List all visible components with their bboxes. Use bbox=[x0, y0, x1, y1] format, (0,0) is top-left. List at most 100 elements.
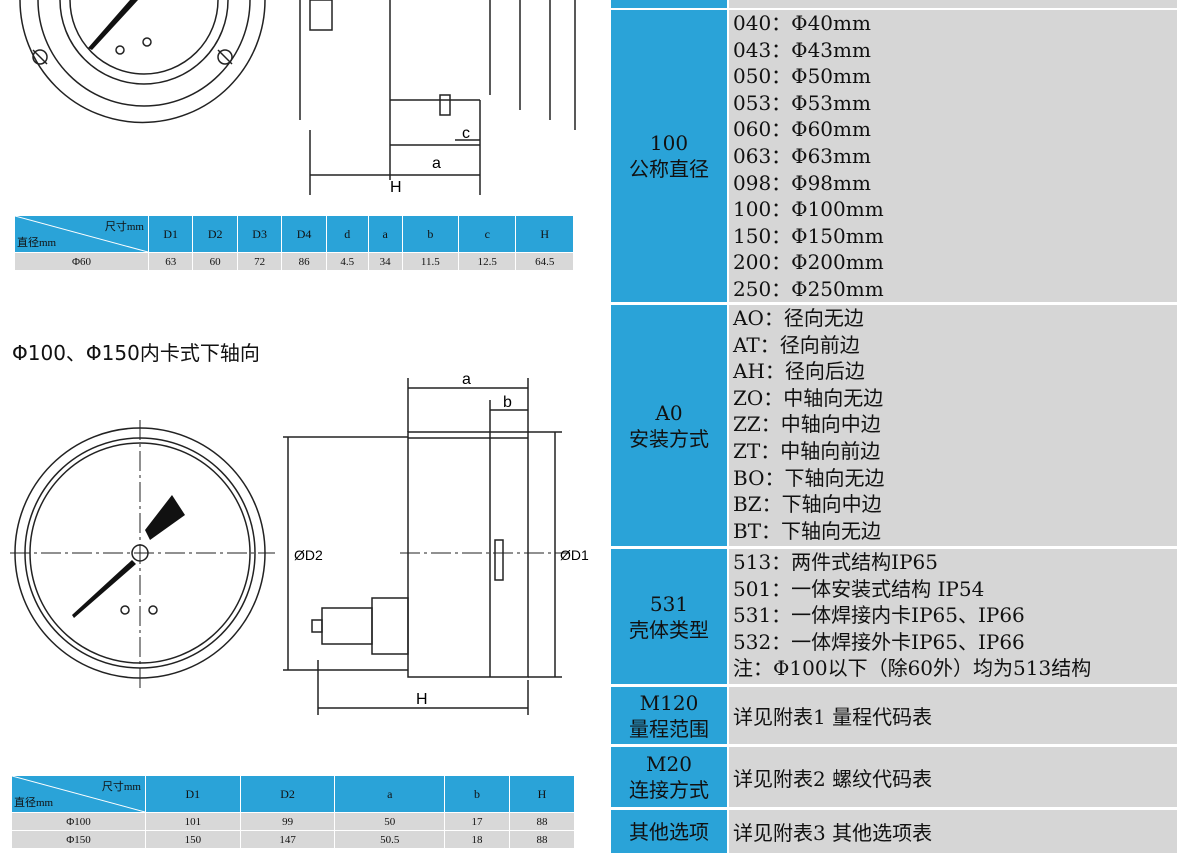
table-header-row: 尺寸mm 直径mm D1 D2 D3 D4 d a b c H bbox=[14, 215, 574, 253]
cell: 86 bbox=[281, 252, 327, 271]
row-name: Φ100 bbox=[11, 812, 146, 831]
col-header: c bbox=[457, 215, 517, 253]
col-header: H bbox=[515, 215, 574, 253]
table-header-row: 尺寸mm 直径mm D1 D2 a b H bbox=[11, 775, 575, 813]
col-header: H bbox=[509, 775, 575, 813]
cell: 60 bbox=[192, 252, 238, 271]
cell: 88 bbox=[509, 830, 575, 849]
spec-key-case: 531 壳体类型 bbox=[611, 549, 727, 684]
list-item: 150：Φ150mm bbox=[733, 223, 884, 248]
spec-label: 壳体类型 bbox=[629, 617, 709, 642]
row-name: Φ60 bbox=[14, 252, 149, 271]
list-item: 060：Φ60mm bbox=[733, 117, 871, 142]
list-item: 098：Φ98mm bbox=[733, 170, 871, 195]
cell: 34 bbox=[367, 252, 403, 271]
cell: 63 bbox=[147, 252, 194, 271]
row-name: Φ150 bbox=[11, 830, 146, 849]
corner-label-diameter: 直径mm bbox=[14, 797, 54, 809]
drawing1-label-a: a bbox=[432, 155, 441, 172]
cell: 17 bbox=[444, 812, 510, 831]
drawing2-label-d2: ØD2 bbox=[294, 547, 323, 563]
col-header: D3 bbox=[236, 215, 283, 253]
gauge-drawing-top: a c H bbox=[19, 0, 576, 196]
spec-value-mount: AO：径向无边 AT：径向前边 AH：径向后边 ZO：中轴向无边 ZZ：中轴向中… bbox=[729, 305, 1177, 546]
table-row: Φ100 101 99 50 17 88 bbox=[11, 812, 575, 831]
spec-key-connection: M20 连接方式 bbox=[611, 747, 727, 807]
list-item: 531：一体焊接内卡IP65、IP66 bbox=[733, 603, 1025, 628]
drawing2-label-b: b bbox=[503, 394, 512, 411]
spec-label: 连接方式 bbox=[629, 778, 709, 802]
spec-value-other: 详见附表3 其他选项表 bbox=[729, 810, 1177, 853]
spec-key-other: 其他选项 bbox=[611, 810, 727, 853]
col-header: D4 bbox=[281, 215, 327, 253]
list-item: BT：下轴向无边 bbox=[733, 518, 882, 543]
list-item: ZZ：中轴向中边 bbox=[733, 412, 881, 437]
cell: 64.5 bbox=[515, 252, 574, 271]
list-item: 501：一体安装式结构 IP54 bbox=[733, 576, 985, 601]
list-item: 100：Φ100mm bbox=[733, 197, 884, 222]
list-item: 053：Φ53mm bbox=[733, 90, 871, 115]
drawing1-label-h: H bbox=[390, 179, 402, 196]
list-item: 513：两件式结构IP65 bbox=[733, 550, 938, 574]
cell: 150 bbox=[145, 830, 241, 849]
col-header: D1 bbox=[145, 775, 241, 813]
table-row: Φ150 150 147 50.5 18 88 bbox=[11, 830, 575, 849]
cell: 18 bbox=[444, 830, 510, 849]
spec-code: A0 bbox=[655, 400, 683, 425]
drawing2-label-d1: ØD1 bbox=[560, 547, 589, 563]
list-item: 063：Φ63mm bbox=[733, 143, 871, 168]
cell: 50 bbox=[334, 812, 446, 831]
list-item: BO：下轴向无边 bbox=[733, 465, 885, 490]
spec-label: 其他选项 bbox=[629, 819, 709, 844]
list-item: BZ：下轴向中边 bbox=[733, 492, 882, 517]
col-header: d bbox=[325, 215, 369, 253]
dimension-table-100-150: 尺寸mm 直径mm D1 D2 a b H Φ100 101 99 50 17 … bbox=[11, 775, 575, 849]
corner-label-size: 尺寸mm bbox=[104, 221, 144, 233]
list-item: AO：径向无边 bbox=[733, 306, 864, 330]
spec-value-diameter: 040：Φ40mm 043：Φ43mm 050：Φ50mm 053：Φ53mm … bbox=[729, 10, 1177, 302]
cell: 50.5 bbox=[334, 830, 446, 849]
table-corner: 尺寸mm 直径mm bbox=[14, 215, 149, 253]
list-item: AT：径向前边 bbox=[733, 332, 860, 357]
list-item: 532：一体焊接外卡IP65、IP66 bbox=[733, 629, 1025, 654]
spec-label: 量程范围 bbox=[629, 716, 709, 741]
spec-value-case: 513：两件式结构IP65 501：一体安装式结构 IP54 531：一体焊接内… bbox=[729, 549, 1177, 684]
gauge-drawing-bottom: a b ØD2 ØD1 H bbox=[10, 371, 589, 715]
drawing2-label-h: H bbox=[416, 691, 428, 708]
list-item: ZT：中轴向前边 bbox=[733, 438, 881, 463]
cell: 99 bbox=[239, 812, 336, 831]
table-corner: 尺寸mm 直径mm bbox=[11, 775, 146, 813]
spec-value-cropped bbox=[729, 0, 1177, 8]
cell: 88 bbox=[509, 812, 575, 831]
list-item: 200：Φ200mm bbox=[733, 250, 884, 275]
col-header: a bbox=[334, 775, 446, 813]
spec-label: 安装方式 bbox=[629, 426, 709, 451]
cell: 12.5 bbox=[457, 252, 517, 271]
spec-label: 公称直径 bbox=[629, 157, 709, 181]
corner-label-size: 尺寸mm bbox=[101, 781, 141, 793]
list-item: 043：Φ43mm bbox=[733, 37, 871, 62]
col-header: a bbox=[367, 215, 403, 253]
section-title: Φ100、Φ150内卡式下轴向 bbox=[12, 341, 260, 365]
spec-key-cropped bbox=[611, 0, 727, 8]
spec-value-range: 详见附表1 量程代码表 bbox=[729, 687, 1177, 744]
spec-code: 100 bbox=[649, 131, 689, 155]
col-header: D2 bbox=[239, 775, 336, 813]
list-item: ZO：中轴向无边 bbox=[733, 385, 884, 410]
col-header: D1 bbox=[147, 215, 194, 253]
cell: 101 bbox=[145, 812, 241, 831]
spec-code: M120 bbox=[639, 690, 699, 715]
spec-key-mount: A0 安装方式 bbox=[611, 305, 727, 546]
dimension-table-60: 尺寸mm 直径mm D1 D2 D3 D4 d a b c H Φ60 63 6… bbox=[14, 215, 574, 271]
spec-code: 531 bbox=[649, 591, 689, 616]
col-header: b bbox=[444, 775, 510, 813]
corner-label-diameter: 直径mm bbox=[17, 237, 57, 249]
spec-key-range: M120 量程范围 bbox=[611, 687, 727, 744]
cell: 72 bbox=[236, 252, 283, 271]
list-item: 注：Φ100以下（除60外）均为513结构 bbox=[733, 656, 1092, 681]
cell: 4.5 bbox=[325, 252, 369, 271]
drawing1-label-c: c bbox=[462, 125, 470, 142]
list-item: 250：Φ250mm bbox=[733, 276, 884, 301]
list-item: 050：Φ50mm bbox=[733, 64, 871, 89]
spec-key-diameter: 100 公称直径 bbox=[611, 10, 727, 302]
